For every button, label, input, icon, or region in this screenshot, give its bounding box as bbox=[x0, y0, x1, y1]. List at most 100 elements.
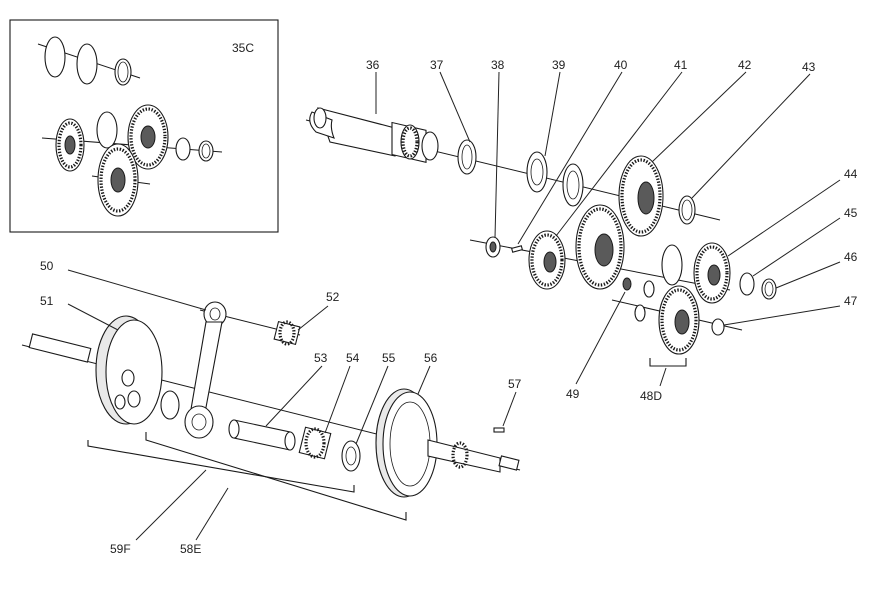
inset-gear-lower-hub bbox=[110, 167, 126, 193]
leader-50 bbox=[67, 269, 207, 311]
callout-40: 40 bbox=[614, 58, 628, 72]
callout-51: 51 bbox=[40, 294, 54, 308]
pin-end-left bbox=[228, 419, 240, 439]
inset-frame bbox=[9, 19, 279, 233]
leader-54 bbox=[324, 365, 351, 434]
leader-40 bbox=[517, 71, 623, 245]
gear48-hub bbox=[674, 309, 690, 335]
leader-43 bbox=[691, 73, 811, 199]
leader-46 bbox=[775, 261, 841, 289]
leader-59f bbox=[135, 469, 207, 541]
inset-circlip bbox=[114, 58, 132, 86]
inset-gear-small-teeth bbox=[57, 121, 83, 169]
part-46-circlip bbox=[761, 278, 777, 300]
crank-left-web bbox=[105, 319, 163, 425]
part-36-shaft bbox=[309, 107, 439, 164]
leader-55 bbox=[355, 365, 389, 445]
callout-37: 37 bbox=[430, 58, 444, 72]
middle-gear bbox=[575, 204, 625, 290]
leader-57 bbox=[502, 391, 517, 427]
crank-left-hole-1 bbox=[121, 369, 135, 387]
bracket-48d bbox=[649, 358, 687, 367]
callout-49: 49 bbox=[566, 387, 580, 401]
gear48-teeth bbox=[660, 288, 698, 352]
inset-gear-upper-teeth bbox=[129, 107, 167, 167]
gear41-teeth bbox=[530, 233, 564, 287]
leader-44 bbox=[727, 179, 841, 257]
callout-43: 43 bbox=[802, 60, 816, 74]
part-56-crank-half bbox=[375, 388, 520, 498]
leader-49 bbox=[575, 291, 626, 385]
inset-circlip-inner bbox=[117, 61, 129, 83]
conrod-big-end-hole bbox=[191, 413, 207, 431]
conrod-beam bbox=[189, 321, 223, 419]
part-55-washer-hole bbox=[345, 446, 357, 466]
part-57-key bbox=[493, 427, 505, 433]
part-45-washer bbox=[739, 272, 755, 296]
callout-56: 56 bbox=[424, 351, 438, 365]
leader-52 bbox=[297, 305, 329, 331]
gear41-hub bbox=[543, 251, 557, 273]
conrod-small-end-hole bbox=[209, 307, 221, 321]
callout-38: 38 bbox=[491, 58, 505, 72]
part-43-circlip-inner bbox=[681, 199, 693, 221]
part-39-washer-b bbox=[562, 163, 584, 207]
shaft-end bbox=[313, 107, 327, 129]
leader-38 bbox=[494, 71, 500, 239]
inset-washer-4 bbox=[175, 137, 191, 161]
part-42-gear bbox=[618, 155, 664, 237]
part-38-washer-hole bbox=[489, 241, 497, 253]
shaft-spline-end bbox=[421, 131, 439, 161]
leader-45 bbox=[752, 217, 841, 277]
callout-labels: 36 37 38 39 40 41 42 43 44 45 46 47 48D … bbox=[40, 58, 858, 556]
callout-58e: 58E bbox=[180, 542, 201, 556]
leader-37 bbox=[439, 71, 471, 143]
crank-left-hole-2 bbox=[127, 390, 141, 408]
bearing54-needles bbox=[304, 427, 326, 459]
leader-41 bbox=[555, 71, 683, 237]
callout-41: 41 bbox=[674, 58, 688, 72]
middle-gear-hub bbox=[594, 233, 614, 267]
inset-35c: 35C bbox=[9, 19, 279, 233]
pin-body bbox=[233, 419, 291, 451]
callout-52: 52 bbox=[326, 290, 340, 304]
crank-left-shaft bbox=[28, 333, 92, 363]
part-41-gear bbox=[528, 230, 566, 290]
part-39-washer-b-hole bbox=[566, 170, 580, 200]
inset-washer-1 bbox=[44, 36, 66, 78]
leader-48d bbox=[659, 367, 667, 387]
callout-50: 50 bbox=[40, 259, 54, 273]
part-55-washer bbox=[341, 440, 361, 472]
crank-left-hole-3 bbox=[114, 394, 126, 410]
part-39-washer-a-hole bbox=[530, 158, 544, 186]
callout-48d: 48D bbox=[640, 389, 662, 403]
middle-gear-teeth bbox=[577, 207, 623, 287]
callout-59f: 59F bbox=[110, 542, 131, 556]
part-46-circlip-inner bbox=[764, 281, 774, 297]
part-48d-gear bbox=[658, 285, 700, 355]
crank-washer-left bbox=[160, 390, 180, 420]
callout-47: 47 bbox=[844, 294, 858, 308]
callout-42: 42 bbox=[738, 58, 752, 72]
leader-51 bbox=[67, 303, 119, 331]
inset-washer-5 bbox=[198, 140, 214, 162]
part-51-crank-half bbox=[28, 315, 163, 425]
callout-53: 53 bbox=[314, 351, 328, 365]
pin-end-right bbox=[284, 431, 296, 451]
leader-lines bbox=[67, 71, 841, 541]
gear44-hub bbox=[707, 264, 721, 286]
leader-53 bbox=[265, 365, 323, 427]
crank-right-shaft-tip bbox=[498, 455, 520, 471]
part-49-ring bbox=[622, 277, 632, 291]
inset-gear-upper-hub bbox=[140, 125, 156, 149]
part-40-pin bbox=[510, 245, 524, 253]
inset-label: 35C bbox=[232, 41, 254, 55]
crankshaft-assembly bbox=[21, 301, 521, 521]
gear42-teeth bbox=[620, 158, 662, 234]
inset-washer-2 bbox=[76, 43, 98, 85]
part-54-bearing bbox=[298, 426, 332, 460]
mid-washer bbox=[661, 244, 683, 286]
inset-gear-small-hub bbox=[64, 135, 76, 155]
part-50-conrod bbox=[184, 301, 227, 439]
